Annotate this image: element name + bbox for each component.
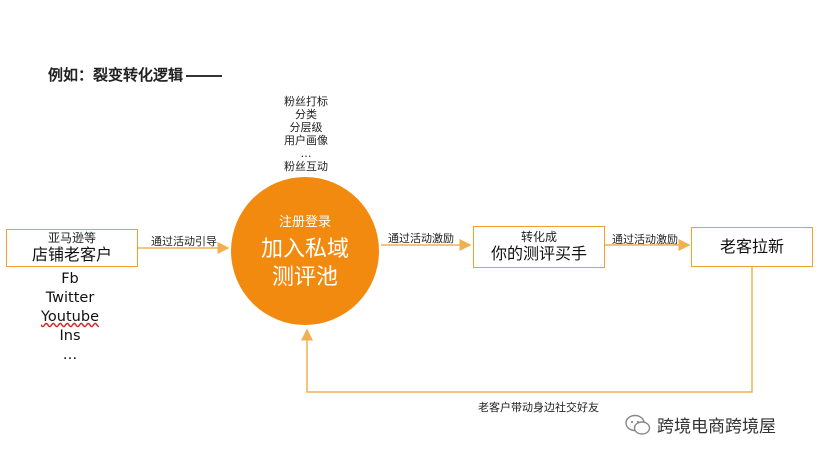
diagram-title: 例如：裂变转化逻辑 bbox=[48, 66, 184, 84]
fans-note-item: 分类 bbox=[295, 108, 317, 121]
node-join-line2: 加入私域 bbox=[260, 237, 349, 262]
node-old-customers-line2: 店铺老客户 bbox=[31, 244, 112, 264]
node-referral-label: 老客拉新 bbox=[719, 236, 784, 256]
node-old-customers-line1: 亚马逊等 bbox=[47, 230, 96, 245]
wechat-icon bbox=[625, 414, 651, 435]
fans-note-item: … bbox=[300, 147, 312, 160]
node-join-line1: 注册登录 bbox=[278, 215, 331, 230]
fans-note-item: 分层级 bbox=[289, 121, 323, 134]
fans-notes: 粉丝打标 分类 分层级 用户画像 … 粉丝互动 bbox=[256, 95, 356, 173]
edge-label-incentive-1: 通过活动激励 bbox=[388, 232, 454, 245]
fans-note-item: 用户画像 bbox=[284, 134, 328, 147]
fans-note-item: 粉丝互动 bbox=[284, 160, 328, 173]
edge-label-loop: 老客户带动身边社交好友 bbox=[478, 401, 599, 414]
node-old-customers: 亚马逊等 店铺老客户 bbox=[6, 229, 138, 267]
node-join-line3: 测评池 bbox=[271, 264, 338, 290]
title-underline bbox=[186, 75, 222, 77]
node-convert-line1: 转化成 bbox=[520, 229, 557, 244]
watermark: 跨境电商跨境屋 bbox=[625, 412, 776, 437]
node-convert-line2: 你的测评买手 bbox=[490, 243, 587, 263]
social-item: Youtube bbox=[41, 309, 99, 325]
watermark-text: 跨境电商跨境屋 bbox=[657, 417, 776, 437]
social-item: Ins bbox=[59, 328, 81, 344]
social-item: Twitter bbox=[45, 290, 95, 306]
social-item: … bbox=[62, 347, 78, 363]
edge-label-incentive-2: 通过活动激励 bbox=[612, 233, 678, 246]
node-referral: 老客拉新 bbox=[691, 227, 813, 267]
social-list: Fb Twitter Youtube Ins … bbox=[40, 270, 100, 365]
node-join-pool: 注册登录 加入私域 测评池 bbox=[231, 177, 379, 325]
fans-note-item: 粉丝打标 bbox=[284, 95, 328, 108]
node-convert: 转化成 你的测评买手 bbox=[473, 226, 605, 268]
social-item: Fb bbox=[61, 271, 79, 287]
arrow-referral-loop bbox=[301, 265, 753, 393]
edge-label-guide: 通过活动引导 bbox=[151, 235, 217, 248]
